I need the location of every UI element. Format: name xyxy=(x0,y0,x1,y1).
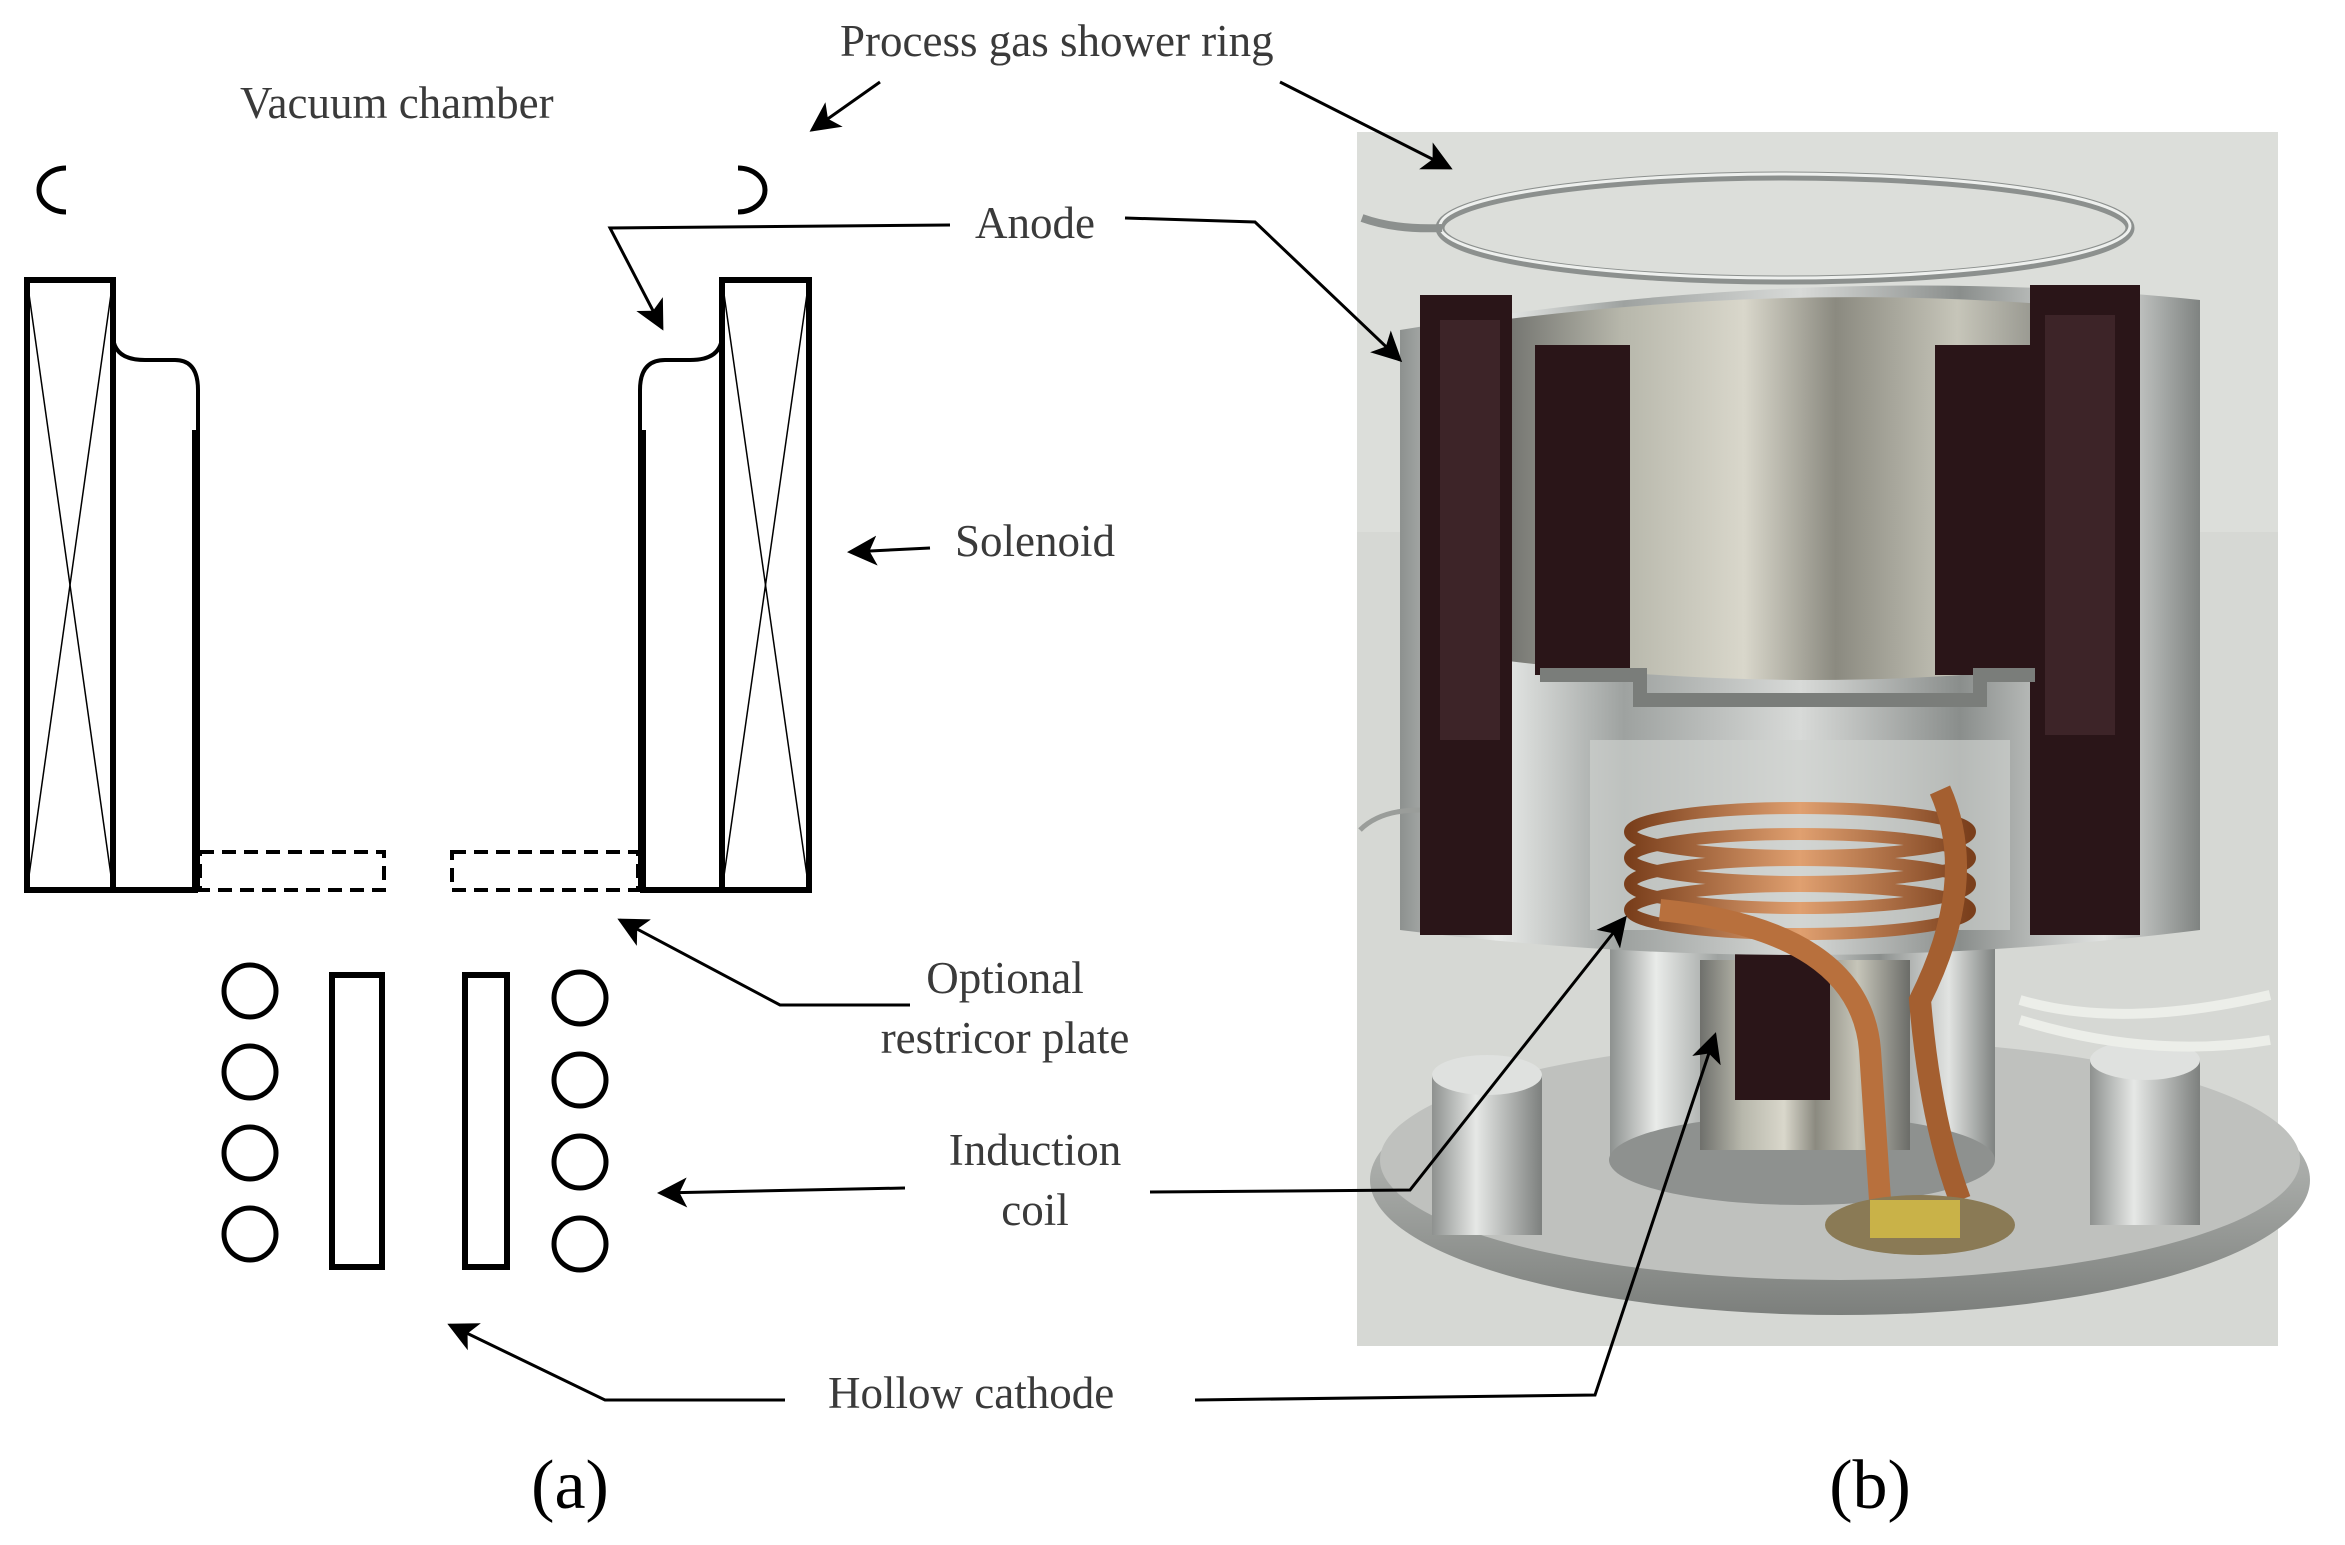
arrow-hollow-cathode-photo xyxy=(1194,1032,1721,1402)
label-optional-restrictor-line1: Optional xyxy=(926,953,1083,1003)
induction-coil-left-turns xyxy=(221,962,279,1263)
arrow-restrictor-plate xyxy=(617,918,910,1007)
hollow-cathode-left-wall xyxy=(329,972,385,1270)
anode-left xyxy=(111,280,200,893)
photo-anode-cylinder xyxy=(1400,285,2200,955)
photograph-panel-b xyxy=(1357,132,2310,1346)
photo-wires xyxy=(1358,807,2272,1052)
label-induction-coil-line2: coil xyxy=(1001,1185,1068,1235)
label-hollow-cathode: Hollow cathode xyxy=(828,1368,1114,1418)
labels: Vacuum chamber Process gas shower ring A… xyxy=(240,16,1911,1524)
induction-coil-right-turns xyxy=(551,969,609,1273)
panel-label-b: (b) xyxy=(1829,1447,1911,1524)
photo-induction-coil xyxy=(1624,785,2015,1255)
schematic-panel-a xyxy=(24,165,812,1273)
arrow-induction-coil-photo xyxy=(1149,915,1627,1194)
arrow-anode-schematic xyxy=(607,223,951,331)
arrow-solenoid xyxy=(847,535,931,566)
arrow-shower-ring-schematic xyxy=(809,80,881,132)
photo-mounting-post-right xyxy=(2090,1040,2200,1225)
arrow-induction-coil-schematic xyxy=(657,1177,906,1208)
label-vacuum-chamber: Vacuum chamber xyxy=(240,78,554,128)
anode-right xyxy=(638,280,724,893)
solenoid-right xyxy=(719,277,812,893)
arrow-shower-ring-photo xyxy=(1279,80,1453,170)
leader-lines xyxy=(447,80,1721,1402)
label-solenoid: Solenoid xyxy=(955,516,1115,566)
label-optional-restrictor-line2: restricor plate xyxy=(881,1013,1130,1063)
label-process-gas-shower-ring: Process gas shower ring xyxy=(840,16,1274,66)
photo-coil-terminal xyxy=(1870,1200,1960,1238)
arrow-hollow-cathode-schematic xyxy=(447,1323,785,1402)
arrow-anode-photo xyxy=(1124,216,1403,363)
restrictor-plate-right xyxy=(450,850,640,892)
restrictor-plate-left xyxy=(198,850,386,892)
label-anode: Anode xyxy=(975,198,1095,248)
vacuum-chamber-ring-left xyxy=(36,165,67,215)
photo-mounting-post-left xyxy=(1432,1055,1542,1235)
label-induction-coil-line1: Induction xyxy=(949,1125,1121,1175)
panel-label-a: (a) xyxy=(531,1447,609,1524)
solenoid-left xyxy=(24,277,116,893)
vacuum-chamber-ring-right xyxy=(737,165,768,215)
hollow-cathode-right-wall xyxy=(462,972,510,1270)
photo-gas-shower-ring xyxy=(1360,171,2135,285)
